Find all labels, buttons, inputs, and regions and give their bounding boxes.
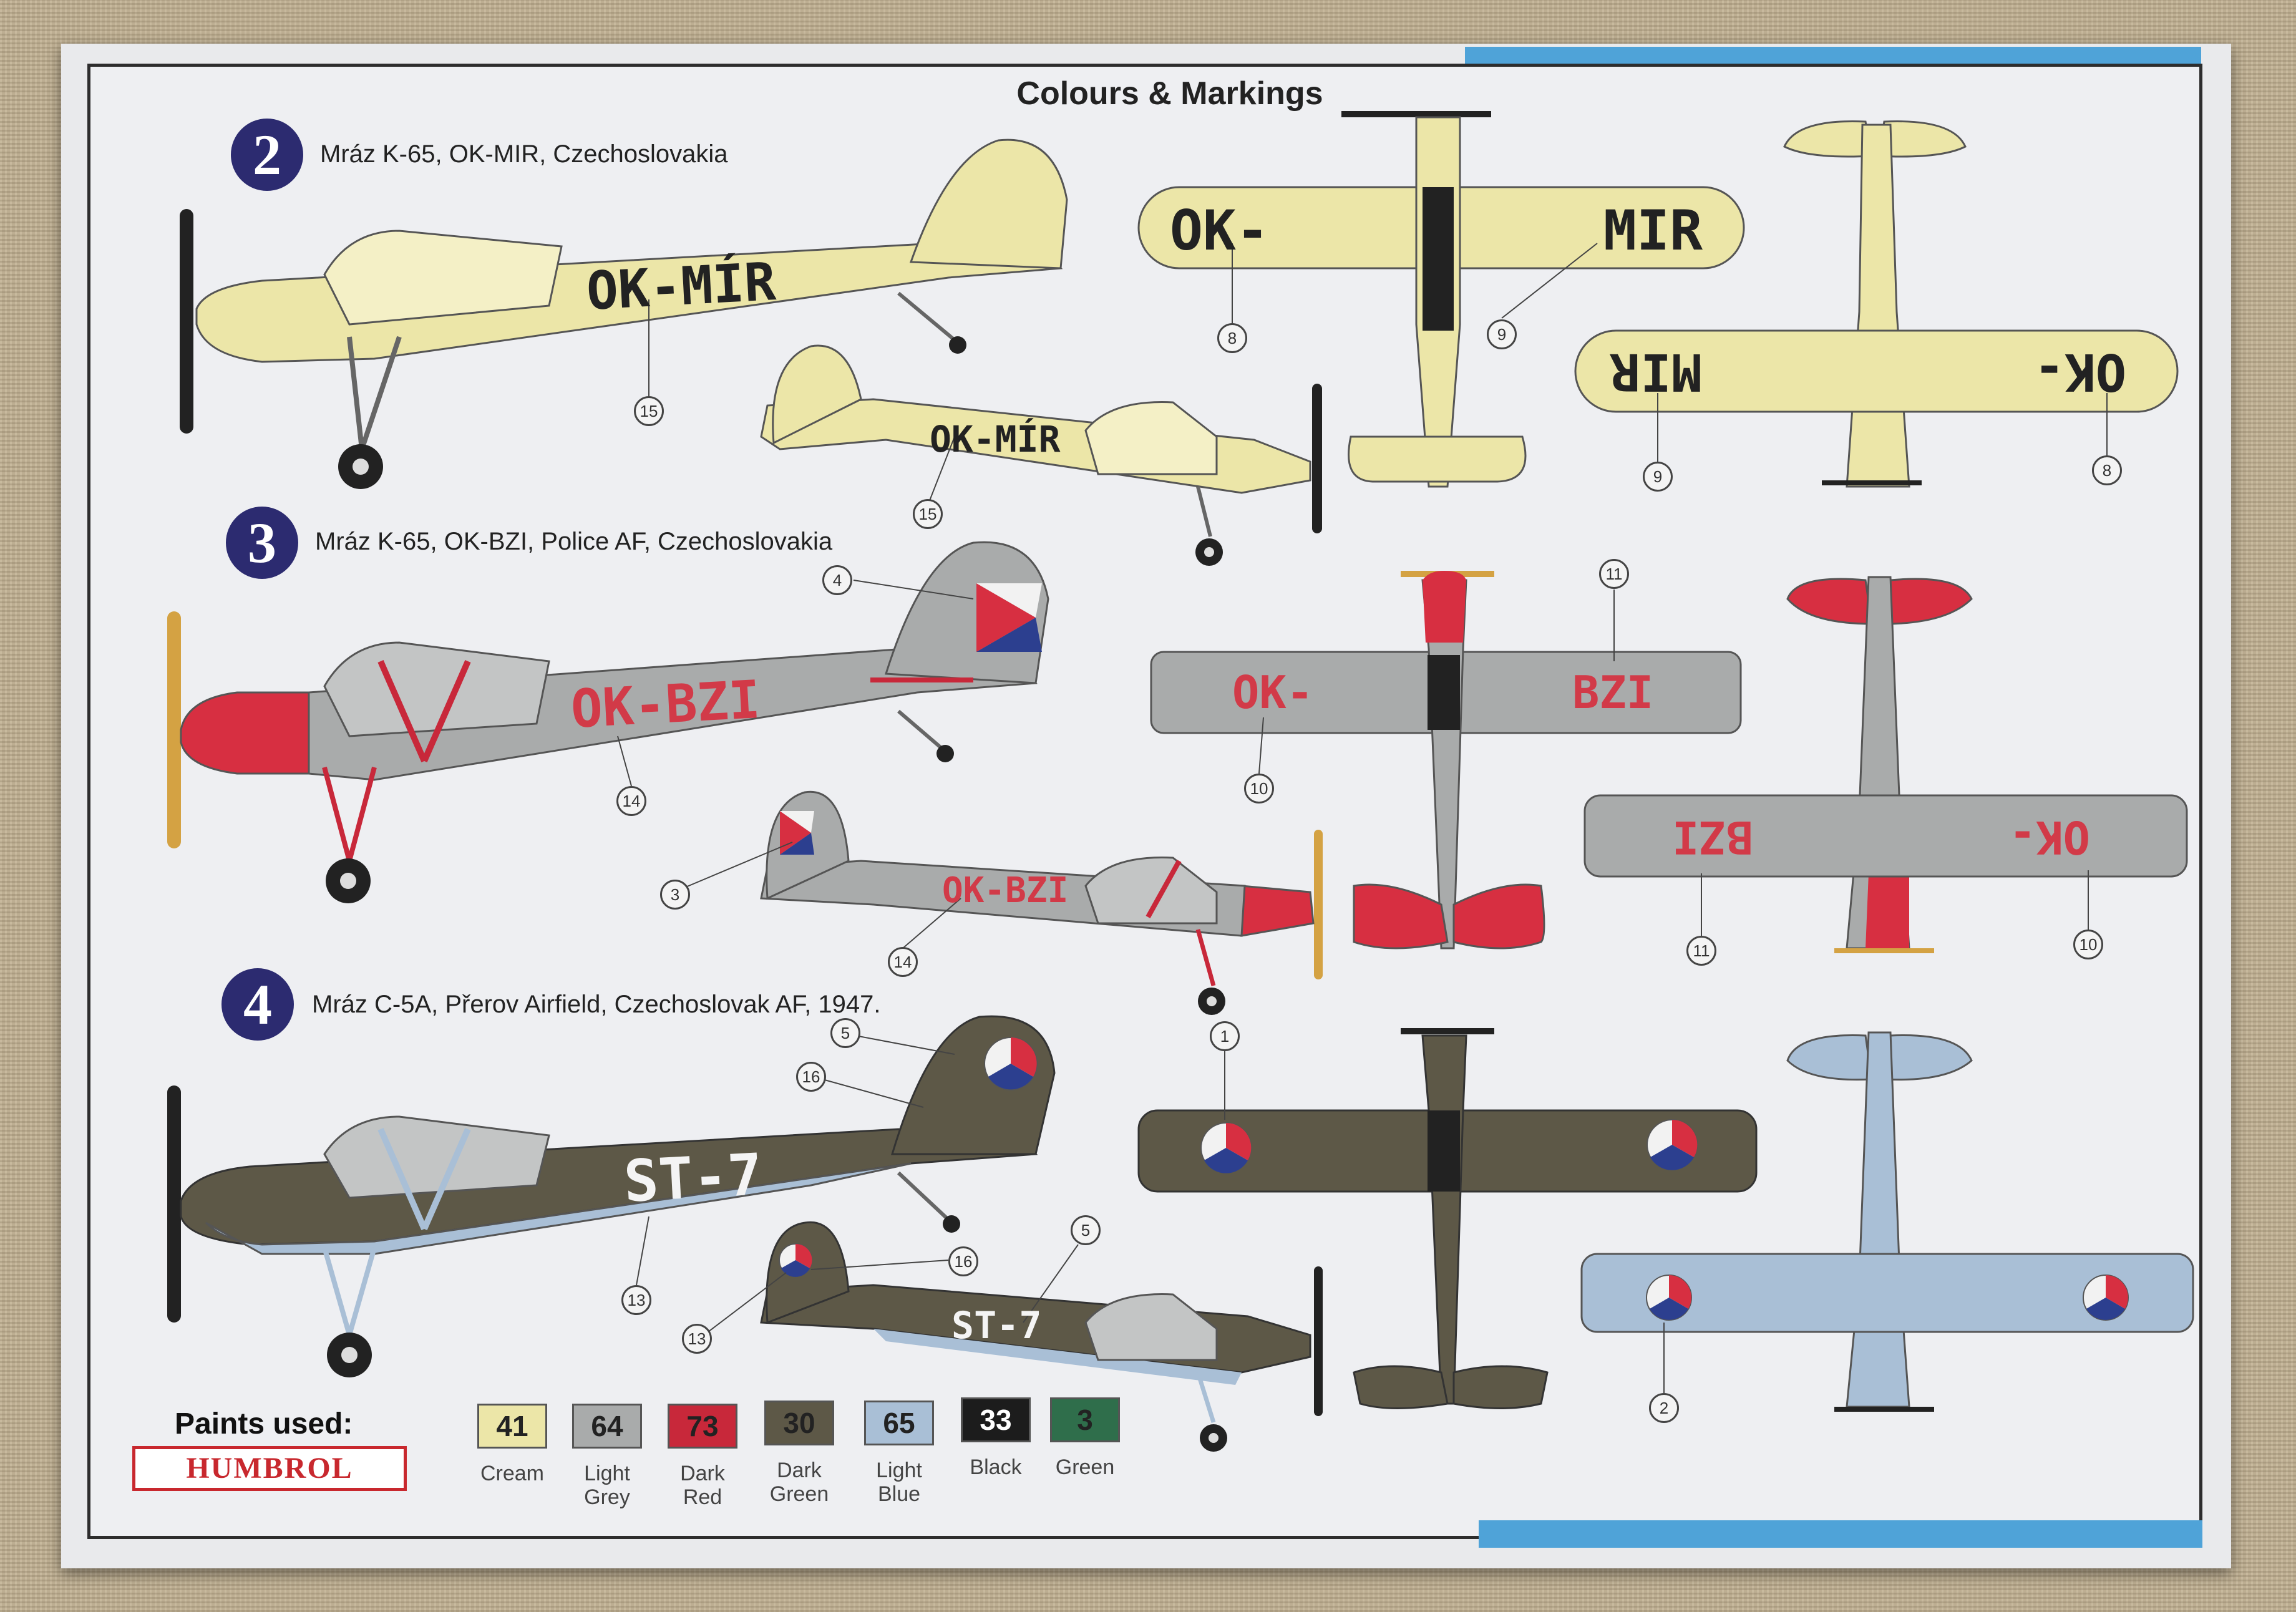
paint-swatch-64: 64 [572, 1404, 642, 1449]
callout-8: 8 [2092, 455, 2122, 485]
paint-name-line-2: Grey [584, 1485, 630, 1509]
paint-name-41: Cream [462, 1462, 562, 1485]
reg-okmir-under-left: OK- [2034, 342, 2127, 401]
paint-swatch-30: 30 [764, 1401, 834, 1445]
paint-name-line-1: Green [1055, 1455, 1115, 1479]
reg-okbzi-side: OK-BZI [569, 669, 762, 740]
reg-okbzi-under-left: OK- [2009, 811, 2091, 863]
paint-name-line-1: Dark [680, 1462, 725, 1485]
reg-okbzi-wing-right: BZI [1572, 666, 1654, 719]
reg-okbzi-side-small: OK-BZI [942, 870, 1069, 911]
reg-okmir-wing-right: MIR [1603, 198, 1703, 263]
callout-8: 8 [1217, 323, 1247, 353]
callout-leaders [617, 243, 2108, 1394]
paint-swatch-65: 65 [864, 1401, 934, 1445]
top-view-okbzi [1150, 571, 1742, 949]
paint-name-line-2: Blue [877, 1482, 921, 1506]
reg-okmir-under-right: MIR [1610, 342, 1703, 401]
callout-9: 9 [1643, 462, 1673, 492]
callout-11: 11 [1599, 559, 1629, 589]
callout-16: 16 [948, 1246, 978, 1276]
profile-okbzi-left [167, 541, 1049, 903]
callout-5: 5 [1071, 1215, 1101, 1245]
bottom-view-okmir [1574, 120, 2179, 488]
top-view-st7 [1137, 1028, 1758, 1409]
bottom-view-st7 [1580, 1031, 2194, 1412]
callout-16: 16 [796, 1062, 826, 1092]
paint-swatch-41: 41 [477, 1404, 547, 1449]
reg-okmir-side: OK-MÍR [585, 251, 777, 322]
bottom-view-okbzi [1583, 576, 2188, 953]
callout-1: 1 [1210, 1021, 1240, 1051]
profile-okmir-right [760, 344, 1322, 566]
reg-okbzi-under-right: BZI [1672, 811, 1754, 863]
callout-15: 15 [913, 499, 943, 529]
callout-10: 10 [2073, 930, 2103, 959]
callout-3: 3 [660, 880, 690, 910]
profile-st7-right [760, 1221, 1323, 1452]
paint-name-line-2: Red [683, 1485, 722, 1509]
profile-okmir-left [180, 138, 1068, 489]
blue-stripe-bottom [1479, 1520, 2202, 1548]
paint-swatch-73: 73 [668, 1404, 737, 1449]
callout-14: 14 [888, 947, 918, 977]
paint-name-3: Green [1035, 1455, 1135, 1479]
callout-15: 15 [634, 396, 664, 426]
scheme-label-4: Mráz C-5A, Přerov Airfield, Czechoslovak… [312, 991, 881, 1018]
scheme-label-2: Mráz K-65, OK-MIR, Czechoslovakia [320, 140, 728, 168]
profile-okbzi-right [760, 790, 1323, 1015]
callout-5: 5 [830, 1018, 860, 1048]
reg-st7-side: ST-7 [622, 1141, 764, 1215]
paint-swatch-3: 3 [1050, 1397, 1120, 1442]
paint-name-line-1: Black [970, 1455, 1022, 1479]
paint-name-line-1: Light [584, 1462, 630, 1485]
reg-okmir-side-small: OK-MÍR [930, 418, 1061, 460]
reg-okmir-wing-left: OK- [1170, 198, 1269, 263]
callout-11: 11 [1686, 936, 1716, 966]
paint-name-33: Black [946, 1455, 1046, 1479]
callout-13: 13 [682, 1324, 712, 1354]
profile-st7-left [167, 1015, 1056, 1377]
paints-used-title: Paints used: [175, 1407, 353, 1440]
scheme-number-2: 2 [231, 119, 303, 191]
paint-name-line-1: Cream [480, 1462, 545, 1485]
callout-10: 10 [1244, 774, 1274, 804]
callout-9: 9 [1487, 319, 1517, 349]
callout-14: 14 [616, 786, 646, 816]
paint-name-line-2: Green [769, 1482, 829, 1506]
humbrol-logo: HUMBROL [132, 1446, 407, 1491]
page-title: Colours & Markings [1016, 75, 1323, 112]
reg-st7-side-small: ST-7 [951, 1304, 1042, 1347]
scheme-number-4: 4 [221, 968, 294, 1041]
reg-okbzi-wing-left: OK- [1232, 666, 1314, 719]
paint-name-line-1: Light [876, 1459, 922, 1482]
paint-name-line-1: Dark [777, 1459, 822, 1482]
callout-2: 2 [1649, 1393, 1679, 1423]
callout-4: 4 [822, 565, 852, 595]
scheme-label-3: Mráz K-65, OK-BZI, Police AF, Czechoslov… [315, 528, 833, 555]
paint-swatch-33: 33 [961, 1397, 1031, 1442]
callout-13: 13 [621, 1285, 651, 1315]
scheme-number-3: 3 [226, 507, 298, 579]
top-view-okmir [1137, 111, 1745, 488]
